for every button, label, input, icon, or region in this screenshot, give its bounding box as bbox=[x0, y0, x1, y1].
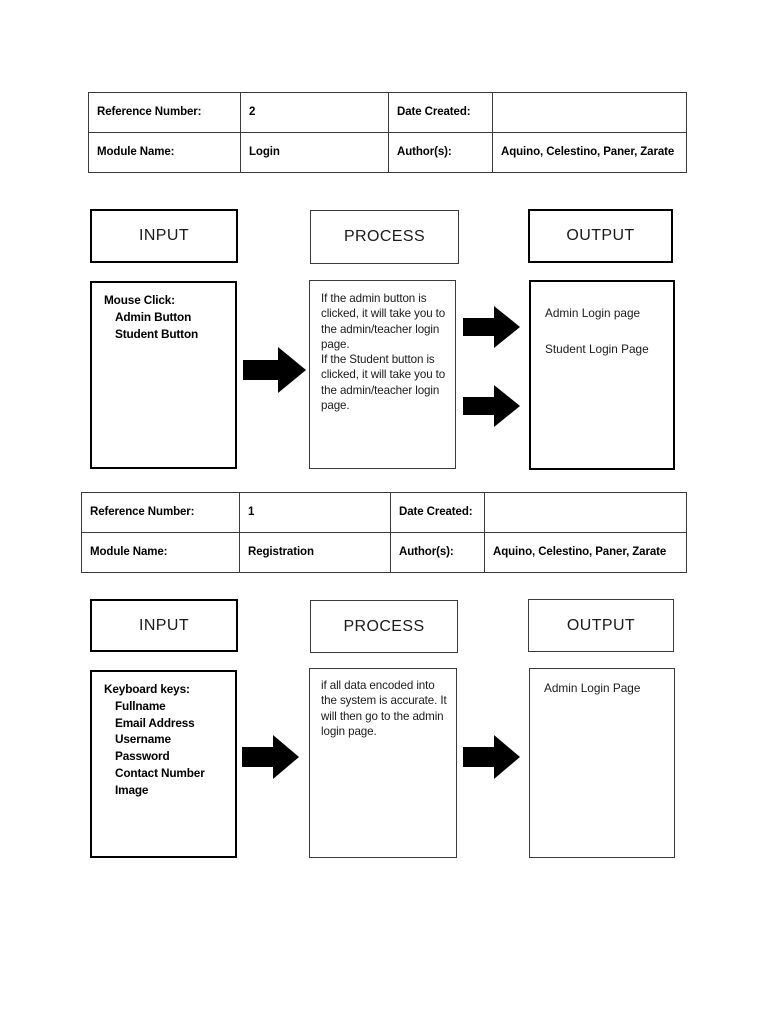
module-name-value: Registration bbox=[239, 532, 391, 573]
date-created-value bbox=[492, 92, 687, 133]
input-body-registration: Keyboard keys: Fullname Email Address Us… bbox=[90, 670, 237, 858]
authors-label: Author(s): bbox=[390, 532, 485, 573]
output-header-registration: OUTPUT bbox=[528, 599, 674, 652]
arrow-process-to-output-bottom-login bbox=[463, 385, 520, 427]
output-body-login: Admin Login page Student Login Page bbox=[529, 280, 675, 470]
authors-value: Aquino, Celestino, Paner, Zarate bbox=[492, 132, 687, 173]
list-item: Fullname bbox=[115, 698, 166, 713]
arrow-input-to-process-registration bbox=[242, 735, 299, 779]
arrow-process-to-output-top-login bbox=[463, 306, 520, 348]
list-item: Admin Button bbox=[115, 309, 192, 324]
output-body-registration: Admin Login Page bbox=[529, 668, 675, 858]
output-line: Admin Login page bbox=[545, 306, 641, 320]
output-line: Admin Login Page bbox=[544, 681, 641, 695]
table-row: Reference Number: 2 Date Created: bbox=[88, 92, 687, 133]
input-header-label: INPUT bbox=[139, 616, 189, 634]
output-header-label: OUTPUT bbox=[566, 227, 635, 244]
reference-number-label: Reference Number: bbox=[88, 92, 241, 133]
reference-number-value: 1 bbox=[239, 492, 391, 533]
reference-number-label: Reference Number: bbox=[81, 492, 240, 533]
list-item: Image bbox=[115, 782, 149, 797]
module-name-label: Module Name: bbox=[81, 532, 240, 573]
date-created-label: Date Created: bbox=[390, 492, 485, 533]
list-item: Password bbox=[115, 749, 170, 763]
arrow-input-to-process-login bbox=[243, 347, 306, 393]
list-item: Username bbox=[115, 732, 171, 747]
list-item: Contact Number bbox=[115, 765, 205, 780]
spec-table-login: Reference Number: 2 Date Created: Module… bbox=[88, 92, 687, 173]
input-item-list: Admin Button Student Button bbox=[104, 309, 225, 343]
input-header-registration: INPUT bbox=[90, 599, 238, 652]
input-header-login: INPUT bbox=[90, 209, 238, 263]
output-header-label: OUTPUT bbox=[566, 616, 636, 634]
output-header-login: OUTPUT bbox=[528, 209, 673, 263]
process-header-label: PROCESS bbox=[343, 228, 426, 245]
process-header-registration: PROCESS bbox=[310, 600, 458, 653]
input-title: Mouse Click: bbox=[104, 293, 175, 307]
table-row: Reference Number: 1 Date Created: bbox=[81, 492, 687, 533]
date-created-label: Date Created: bbox=[388, 92, 493, 133]
table-row: Module Name: Login Author(s): Aquino, Ce… bbox=[88, 132, 687, 173]
process-header-login: PROCESS bbox=[310, 210, 459, 264]
reference-number-value: 2 bbox=[240, 92, 389, 133]
input-item-list: Fullname Email Address Username Password… bbox=[104, 698, 225, 799]
output-spacer bbox=[545, 321, 665, 342]
spec-table-registration: Reference Number: 1 Date Created: Module… bbox=[81, 492, 687, 573]
date-created-value bbox=[484, 492, 687, 533]
process-body-registration: if all data encoded into the system is a… bbox=[309, 668, 457, 858]
output-line: Student Login Page bbox=[545, 342, 649, 357]
process-header-label: PROCESS bbox=[343, 617, 425, 635]
authors-value: Aquino, Celestino, Paner, Zarate bbox=[484, 532, 687, 573]
table-row: Module Name: Registration Author(s): Aqu… bbox=[81, 532, 687, 573]
input-body-login: Mouse Click: Admin Button Student Button bbox=[90, 281, 237, 469]
list-item: Email Address bbox=[115, 715, 195, 730]
arrow-process-to-output-registration bbox=[463, 735, 520, 779]
input-header-label: INPUT bbox=[139, 227, 189, 244]
list-item: Student Button bbox=[115, 326, 199, 341]
module-name-value: Login bbox=[240, 132, 389, 173]
process-body-login: If the admin button is clicked, it will … bbox=[309, 280, 456, 469]
module-name-label: Module Name: bbox=[88, 132, 241, 173]
process-text: If the admin button is clicked, it will … bbox=[321, 292, 446, 413]
authors-label: Author(s): bbox=[388, 132, 493, 173]
process-text: if all data encoded into the system is a… bbox=[321, 679, 447, 738]
input-title: Keyboard keys: bbox=[104, 682, 190, 696]
